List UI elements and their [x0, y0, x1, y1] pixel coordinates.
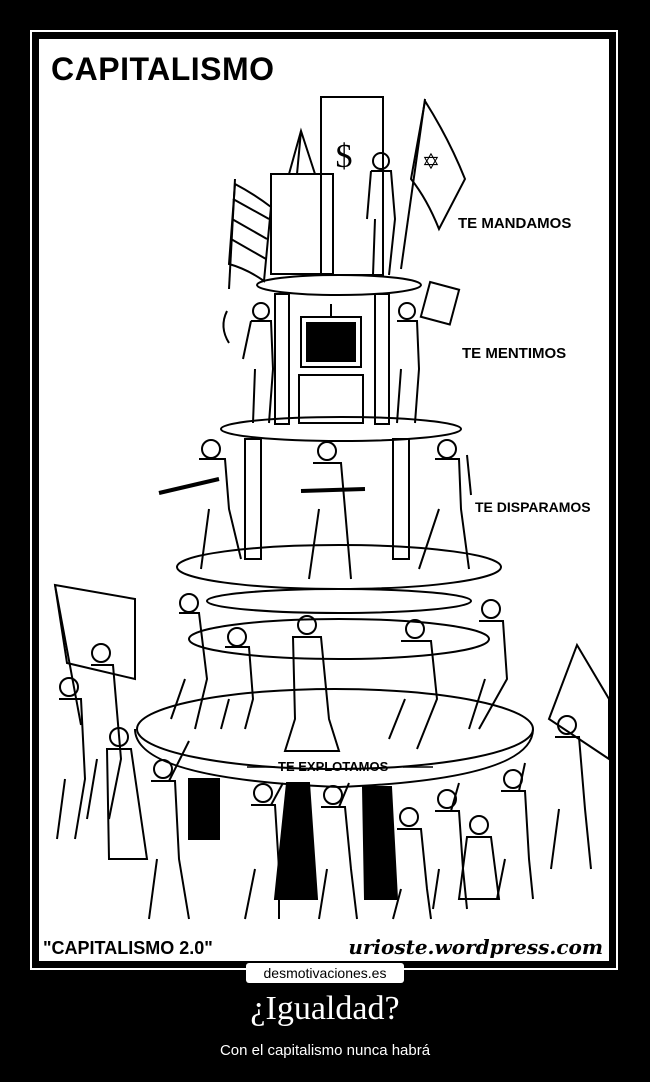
feaster-2 [220, 646, 255, 730]
workers-crowd [56, 643, 592, 920]
banquet-table [188, 618, 490, 660]
protest-flag-left [53, 583, 136, 681]
soldier-center [308, 462, 352, 580]
poster-caption-title: ¿Igualdad? [250, 990, 400, 1027]
antenna-tower [287, 127, 317, 175]
platform-top [256, 274, 422, 296]
soldier-left [199, 458, 242, 570]
man-left-tier2 [242, 320, 275, 424]
tier-label-explotamos: TE EXPLOTAMOS [278, 759, 389, 774]
newspaper [419, 280, 461, 326]
flag-right [409, 98, 467, 232]
author-signature: urioste.wordpress.com [348, 935, 603, 959]
dollar-sign-icon: $ [336, 138, 353, 175]
skyscraper-left [270, 173, 334, 275]
star-of-david-icon: ✡ [422, 150, 440, 175]
cartoon-image: $ ✡ CAPITALISMO TE MANDAMOS TE MENTIMOS … [36, 36, 612, 964]
poster-title: CAPITALISMO [51, 51, 275, 87]
site-watermark: desmotivaciones.es [246, 963, 404, 983]
flag-left [227, 182, 273, 283]
tier-label-mentimos: TE MENTIMOS [462, 345, 567, 362]
poster-footer-title: "CAPITALISMO 2.0" [43, 938, 213, 958]
feaster-1 [170, 612, 209, 730]
tier-label-disparamos: TE DISPARAMOS [475, 499, 591, 515]
protest-flag-right [547, 642, 609, 761]
pyramid-cartoon: $ ✡ [53, 96, 609, 920]
man-right-tier2 [396, 320, 421, 424]
tier-label-mandamos: TE MANDAMOS [458, 215, 572, 232]
businessman [366, 170, 397, 276]
poster-caption-subtitle: Con el capitalismo nunca habrá [219, 1042, 431, 1059]
soldier-right [418, 458, 470, 570]
feaster-3 [283, 636, 341, 752]
platform-middle [220, 416, 462, 442]
feaster-4 [388, 640, 439, 750]
platform-lower [176, 544, 502, 590]
